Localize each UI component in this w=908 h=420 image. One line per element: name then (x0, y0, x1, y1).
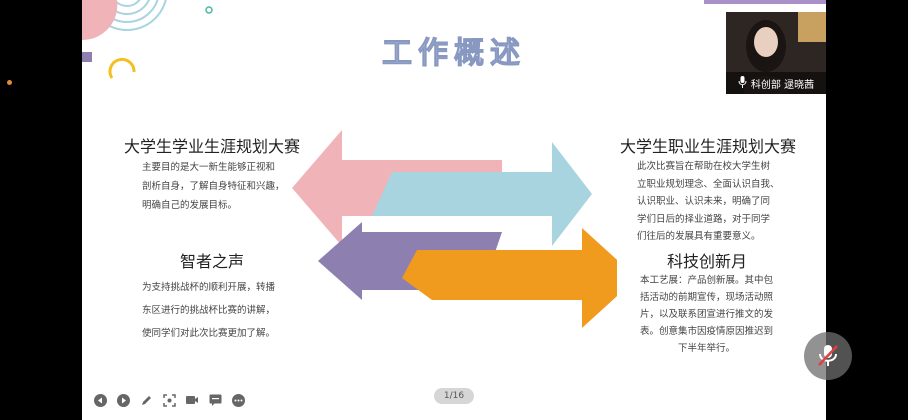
body-line: 明确自己的发展目标。 (142, 200, 238, 211)
subtitle-icon[interactable] (207, 392, 223, 408)
presentation-slide: 工作概述 大学生学业生涯规划大赛 主要目的是大一新生能够正视和 剖析自身，了解自… (82, 0, 826, 420)
presentation-toolbar (92, 392, 246, 408)
section-body-academic: 主要目的是大一新生能够正视和 剖析自身，了解自身特征和兴趣， 明确自己的发展目标… (142, 158, 285, 215)
slide-title: 工作概述 (382, 36, 526, 72)
body-line: 学们日后的择业道路，对于同学 (637, 213, 771, 225)
mic-muted-icon (818, 345, 838, 366)
section-title-academic: 大学生学业生涯规划大赛 (124, 137, 301, 156)
body-line: 此次比赛旨在帮助在校大学生树 (637, 161, 771, 172)
prev-icon[interactable] (92, 392, 108, 408)
participant-video[interactable]: 科创部 逯晓茜 (726, 12, 826, 94)
more-icon[interactable] (230, 392, 246, 408)
page-indicator[interactable]: 1/16 (434, 388, 474, 404)
decorative-dot (7, 80, 12, 85)
mic-icon (738, 75, 747, 91)
section-title-wisdom: 智者之声 (180, 252, 245, 271)
body-line: 表。创意集市因疫情原因推迟到 (640, 326, 774, 337)
participant-name: 科创部 逯晓茜 (750, 79, 815, 91)
pen-icon[interactable] (138, 392, 154, 408)
screenshot-icon[interactable] (161, 392, 177, 408)
body-line: 片，以及联系团宣进行推文的发 (640, 309, 774, 320)
arrows-graphic (292, 130, 617, 328)
body-line: 东区进行的挑战杯比赛的讲解， (142, 305, 276, 316)
camera-icon[interactable] (184, 392, 200, 408)
corner-decoration (82, 0, 213, 79)
section-title-career: 大学生职业生涯规划大赛 (620, 137, 797, 156)
body-line: 剖析自身，了解自身特征和兴趣， (142, 181, 285, 192)
decorative-bar (704, 0, 826, 4)
next-icon[interactable] (115, 392, 131, 408)
body-line: 们往后的发展具有重要意义。 (637, 231, 761, 242)
section-body-innovation: 本工艺展：产品创新展。其中包 括活动的前期宣传，现场活动照 片，以及联系团宣进行… (640, 272, 773, 357)
body-line: 主要目的是大一新生能够正视和 (142, 162, 276, 173)
body-line: 括活动的前期宣传，现场活动照 (640, 292, 774, 303)
body-line: 立职业规划理念、全面认识自我、 (637, 178, 780, 190)
section-body-career: 此次比赛旨在帮助在校大学生树 立职业规划理念、全面认识自我、 认识职业、认识未来… (637, 158, 780, 246)
section-body-wisdom: 为支持挑战杯的顺利开展，转播 东区进行的挑战杯比赛的讲解， 使同学们对此次比赛更… (142, 276, 275, 345)
body-line: 使同学们对此次比赛更加了解。 (142, 328, 276, 339)
body-line: 下半年举行。 (678, 343, 736, 354)
arrow-orange (402, 228, 617, 328)
section-title-innovation: 科技创新月 (667, 252, 748, 271)
arrow-blue (372, 142, 592, 246)
body-line: 本工艺展：产品创新展。其中包 (640, 275, 774, 286)
participant-label: 科创部 逯晓茜 (726, 72, 826, 94)
body-line: 为支持挑战杯的顺利开展，转播 (142, 282, 276, 293)
mute-button[interactable] (804, 332, 852, 380)
body-line: 认识职业、认识未来，明确了同 (637, 196, 771, 207)
